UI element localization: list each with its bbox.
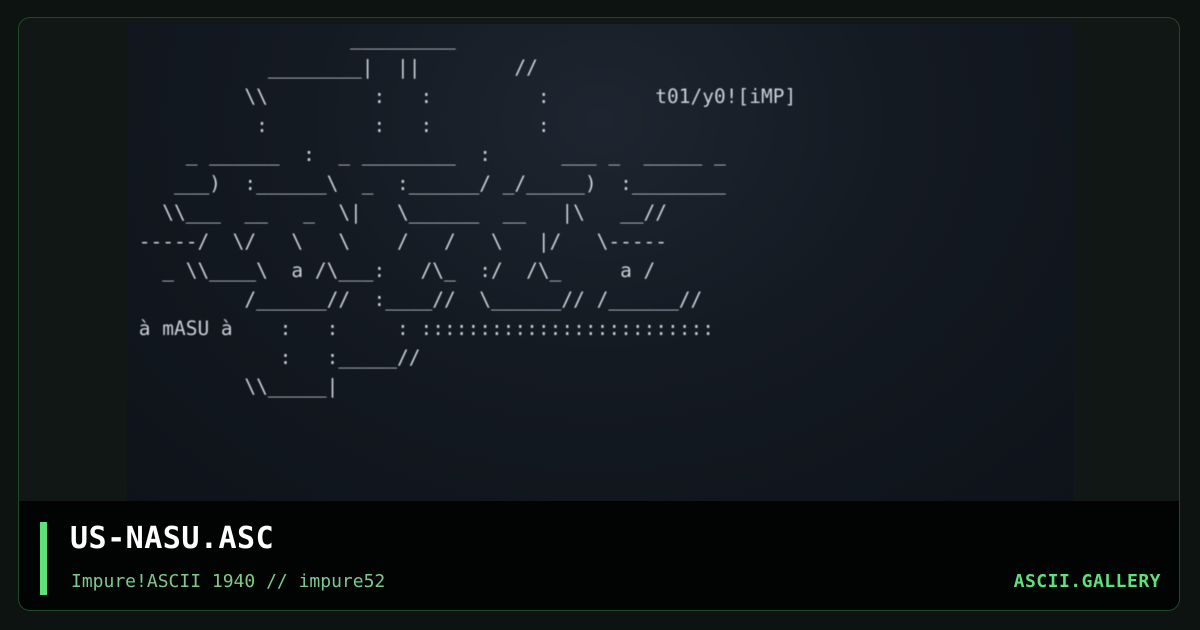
artwork-subtitle: Impure!ASCII 1940 // impure52 [71, 571, 386, 592]
brand-link[interactable]: ASCII.GALLERY [1013, 571, 1161, 592]
ascii-art-preview: _________ ________| || // \\ : : : t01/y… [127, 24, 1073, 501]
ascii-art-text: _________ ________| || // \\ : : : t01/y… [138, 27, 797, 398]
footer-bar: US-NASU.ASC Impure!ASCII 1940 // impure5… [19, 501, 1179, 610]
artwork-title: US-NASU.ASC [70, 521, 275, 556]
accent-bar [40, 522, 47, 595]
artwork-card: _________ ________| || // \\ : : : t01/y… [18, 17, 1180, 611]
